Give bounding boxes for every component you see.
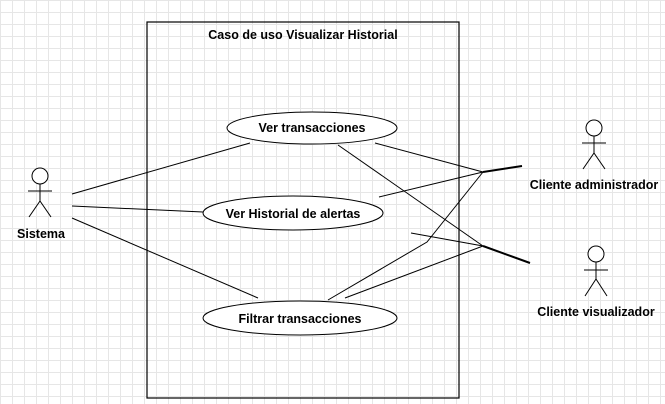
assoc-sistema-ver-transacciones[interactable]	[71, 142, 251, 195]
usecase-ver-historial-alertas-label: Ver Historial de alertas	[226, 207, 361, 221]
actor-cliente-administrador[interactable]	[582, 119, 606, 170]
usecase-ver-historial-alertas[interactable]: Ver Historial de alertas	[202, 195, 384, 231]
associations	[71, 142, 531, 301]
actor-sistema-head	[31, 167, 49, 185]
usecase-filtrar-transacciones-label: Filtrar transacciones	[239, 312, 362, 326]
actor-admin-head	[585, 119, 603, 137]
actor-viewer-leg-left	[584, 278, 597, 297]
system-boundary[interactable]	[146, 21, 460, 399]
actor-admin-leg-right	[593, 152, 606, 170]
assoc-ver-historial-admin[interactable]	[378, 171, 484, 198]
assoc-ver-historial-viewer[interactable]	[410, 232, 484, 247]
actor-sistema-leg-left	[28, 200, 41, 218]
actor-viewer-label: Cliente visualizador	[537, 305, 655, 319]
actor-sistema-label: Sistema	[17, 227, 66, 241]
assoc-sistema-ver-historial[interactable]	[71, 205, 204, 213]
actor-cliente-visualizador[interactable]	[584, 245, 608, 297]
usecase-ver-transacciones[interactable]: Ver transacciones	[226, 111, 398, 145]
usecase-ver-transacciones-label: Ver transacciones	[258, 121, 365, 135]
usecase-filtrar-transacciones[interactable]: Filtrar transacciones	[202, 300, 398, 336]
actor-viewer-leg-right	[595, 278, 608, 297]
actor-admin-leg-left	[582, 152, 595, 170]
actor-sistema[interactable]	[28, 167, 52, 218]
assoc-filtrar-admin[interactable]	[327, 171, 484, 301]
assoc-ver-transacciones-admin[interactable]	[374, 142, 484, 173]
assoc-filtrar-viewer[interactable]	[344, 245, 484, 299]
actor-sistema-leg-right	[39, 200, 52, 218]
actor-viewer-head	[587, 245, 605, 263]
assoc-sistema-filtrar[interactable]	[71, 217, 259, 299]
assoc-admin-trunk[interactable]	[482, 165, 523, 173]
actor-admin-label: Cliente administrador	[530, 178, 659, 192]
system-title: Caso de uso Visualizar Historial	[208, 28, 397, 42]
assoc-ver-transacciones-viewer[interactable]	[337, 144, 484, 247]
assoc-viewer-trunk[interactable]	[482, 245, 531, 264]
